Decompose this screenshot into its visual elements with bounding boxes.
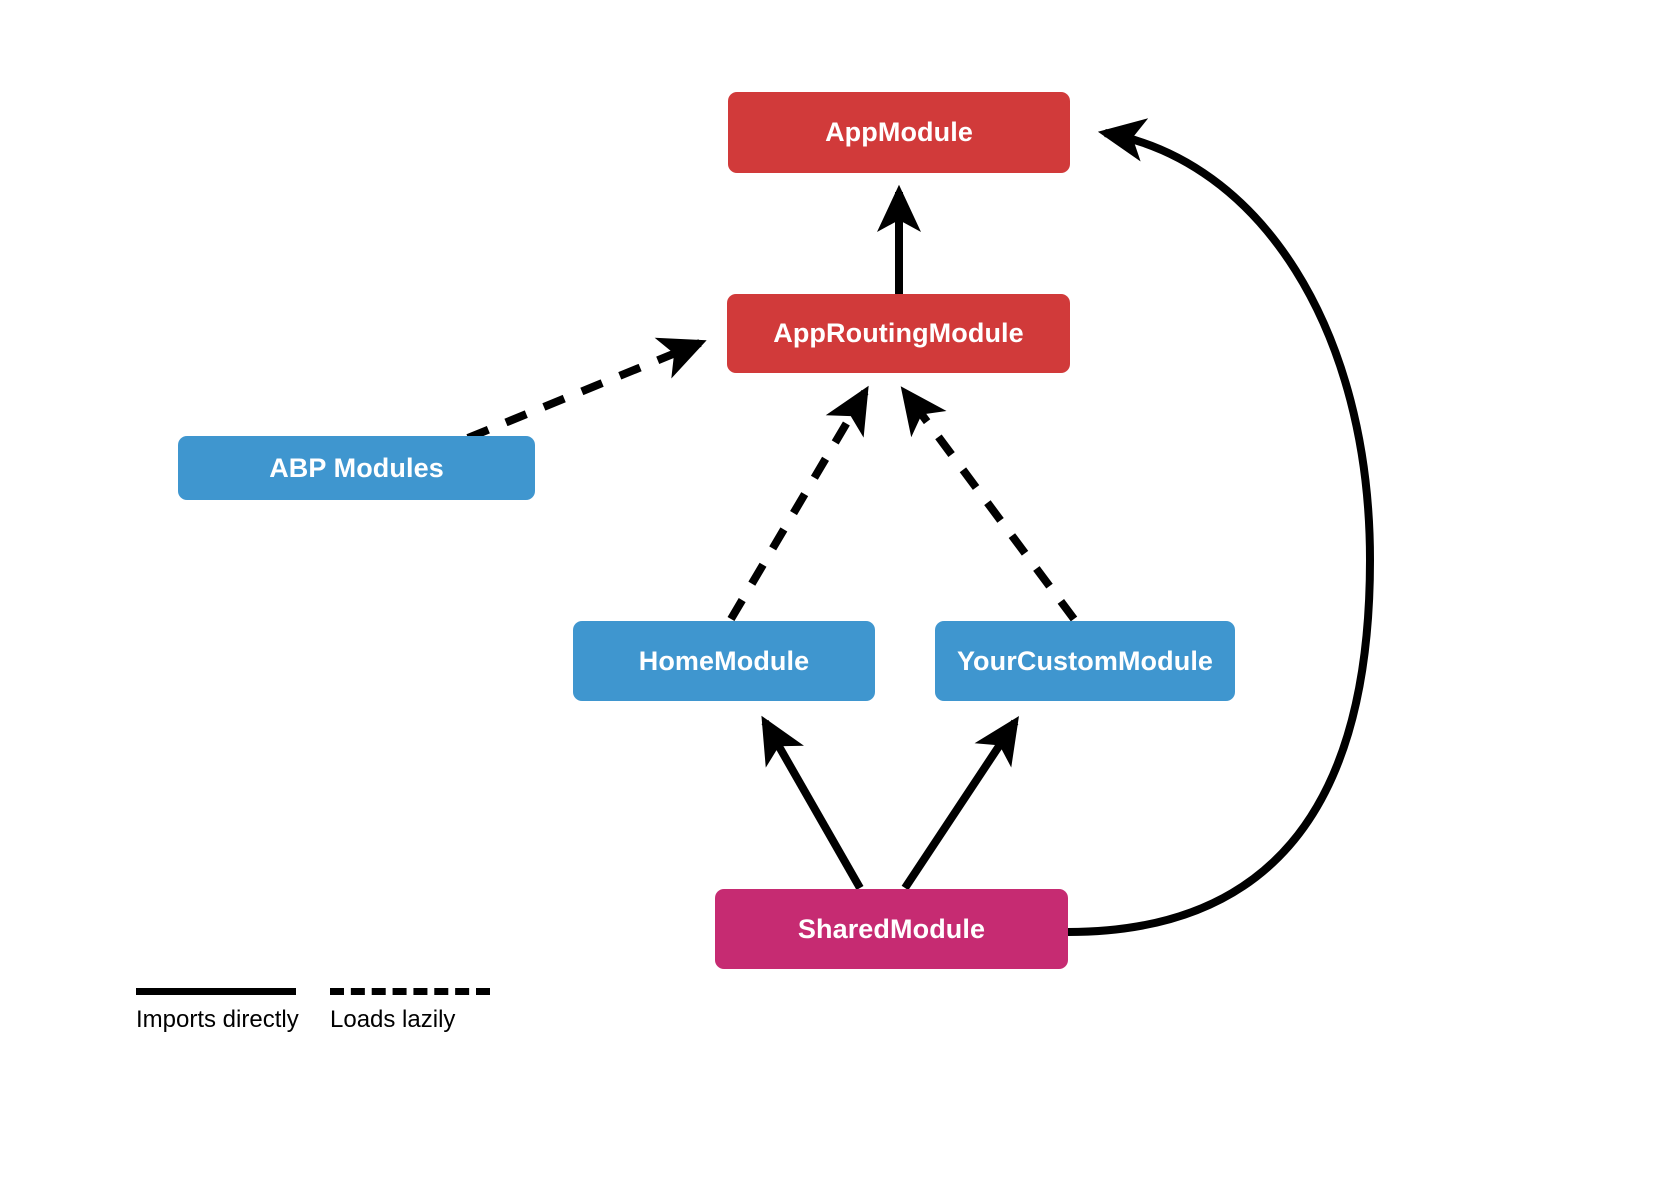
node-home-module[interactable]: HomeModule [573,621,875,701]
node-app-module-label: AppModule [825,117,973,147]
node-shared-module-label: SharedModule [797,913,986,944]
edge-shared-module-to-home-module [761,715,864,890]
legend-imports-directly-label: Imports directly [136,1006,299,1033]
node-app-module[interactable]: AppModule [728,92,1070,173]
node-home-module-label: HomeModule [638,645,810,676]
node-abp-modules-label: ABP Modules [269,452,444,483]
legend-item-imports-directly: Imports directly [136,988,299,1034]
node-abp-modules[interactable]: ABP Modules [178,436,535,500]
edge-your-custom-module-to-app-routing-module [900,386,1078,622]
node-app-routing-module-label: AppRoutingModule [773,318,1024,348]
node-your-custom-module[interactable]: YourCustomModule [935,621,1235,701]
node-app-routing-module[interactable]: AppRoutingModule [727,294,1070,373]
edge-abp-modules-to-app-routing-module [466,337,707,442]
legend-loads-lazily-label: Loads lazily [330,1006,456,1033]
legend-dashed-line-icon [330,988,490,995]
edge-home-module-to-app-routing-module [727,385,869,622]
edge-shared-module-to-your-custom-module [901,715,1019,891]
legend-solid-line-icon [136,988,296,995]
node-your-custom-module-label: YourCustomModule [956,645,1214,676]
legend-item-loads-lazily: Loads lazily [330,988,490,1034]
edge-shared-module-to-app-module [1067,118,1375,936]
node-shared-module[interactable]: SharedModule [715,889,1068,969]
